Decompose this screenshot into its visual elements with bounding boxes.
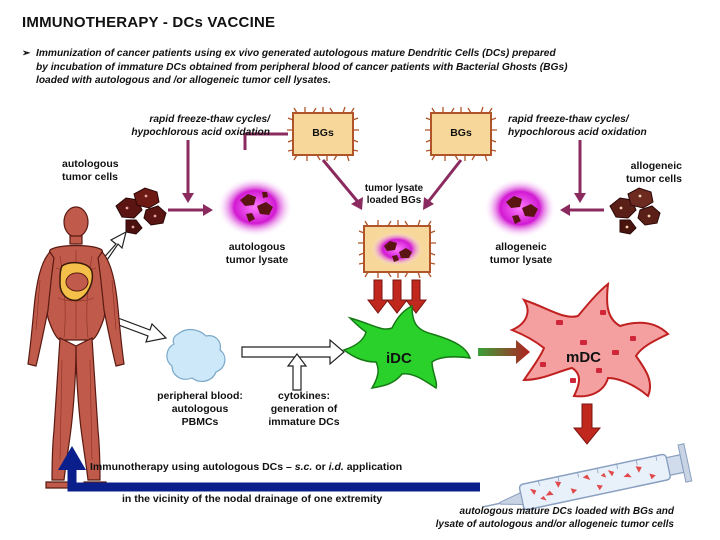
arrow-bgs-right-to-loaded bbox=[423, 159, 463, 210]
label-rapid-right-line-2: hypochlorous acid oxidation bbox=[508, 127, 647, 138]
bgs-box-left-spikes bbox=[287, 106, 359, 162]
intro-line-3: loaded with autologous and /or allogenei… bbox=[36, 75, 331, 86]
label-pbmc-line-1: peripheral blood: bbox=[157, 390, 243, 402]
arrow-rapid-right-down bbox=[574, 140, 586, 203]
label-rapid-right-line-1: rapid freeze-thaw cycles/ bbox=[508, 114, 629, 125]
label-rapid-right: rapid freeze-thaw cycles/ hypochlorous a… bbox=[508, 113, 658, 139]
therapy-route-id: i.d. bbox=[328, 461, 344, 473]
label-cytokines: cytokines: generation of immature DCs bbox=[256, 390, 352, 429]
bgs-box-right-spikes bbox=[425, 106, 497, 162]
bullet-icon: ➢ bbox=[22, 48, 31, 59]
arrow-body-to-pbmc bbox=[115, 317, 168, 343]
pbmc-cell bbox=[166, 328, 226, 382]
label-allo-cells-line-1: allogeneic bbox=[630, 160, 682, 172]
label-cytokines-line-3: immature DCs bbox=[268, 416, 340, 428]
label-auto-cells-line-2: tumor cells bbox=[62, 171, 119, 183]
therapy-line-1-text: Immunotherapy using autologous DCs – bbox=[90, 461, 295, 473]
label-rapid-left-line-2: hypochlorous acid oxidation bbox=[131, 127, 270, 138]
therapy-route-sc: s.c. bbox=[294, 461, 313, 473]
therapy-line-1: Immunotherapy using autologous DCs – s.c… bbox=[90, 461, 402, 473]
page-title: IMMUNOTHERAPY - DCs VACCINE bbox=[22, 14, 276, 31]
bgs-box-left bbox=[287, 106, 359, 162]
bgs-box-right bbox=[425, 106, 497, 162]
intro-line-2: by incubation of immature DCs obtained f… bbox=[36, 61, 568, 73]
label-allo-cells: allogeneic tumor cells bbox=[596, 160, 682, 186]
label-cytokines-line-1: cytokines: bbox=[278, 390, 330, 402]
label-auto-cells-line-1: autologous bbox=[62, 158, 119, 170]
bgs-left-label: BGs bbox=[312, 127, 334, 139]
loaded-bgs-box bbox=[358, 219, 436, 279]
label-loaded-bgs-line-2: loaded BGs bbox=[366, 195, 422, 206]
autologous-tumor-cells bbox=[115, 187, 167, 235]
mdc-cell bbox=[509, 281, 670, 398]
intro-line-1: Immunization of cancer patients using ex… bbox=[36, 48, 556, 59]
bgs-right-label: BGs bbox=[450, 127, 472, 139]
label-loaded-bgs-line-1: tumor lysate bbox=[364, 183, 424, 194]
arrow-bgs-left-to-auto-lysate bbox=[243, 132, 288, 150]
label-cytokines-line-2: generation of bbox=[270, 403, 338, 415]
human-body-figure bbox=[27, 206, 125, 489]
arrow-pbmc-to-idc bbox=[241, 338, 345, 366]
label-pbmc: peripheral blood: autologous PBMCs bbox=[148, 390, 252, 429]
label-rapid-left: rapid freeze-thaw cycles/ hypochlorous a… bbox=[120, 113, 270, 139]
syringe-caption-line-1: autologous mature DCs loaded with BGs an… bbox=[459, 506, 674, 517]
label-auto-lysate: autologous tumor lysate bbox=[215, 241, 299, 267]
label-allo-lysate: allogeneic tumor lysate bbox=[478, 241, 564, 267]
arrow-auto-cells-to-lysate bbox=[168, 204, 213, 216]
autologous-tumor-lysate bbox=[217, 177, 293, 237]
label-auto-lysate-line-1: autologous bbox=[228, 241, 286, 253]
mdc-label: mDC bbox=[566, 349, 602, 366]
red-arrows-to-idc bbox=[366, 279, 428, 314]
arrow-idc-to-mdc bbox=[478, 340, 530, 364]
therapy-line-1-or: or bbox=[312, 461, 329, 473]
label-rapid-left-line-1: rapid freeze-thaw cycles/ bbox=[149, 114, 270, 125]
therapy-line-1-end: application bbox=[343, 461, 403, 473]
label-allo-cells-line-2: tumor cells bbox=[625, 173, 682, 185]
label-pbmc-line-3: PBMCs bbox=[181, 416, 219, 428]
syringe bbox=[482, 443, 693, 511]
label-allo-lysate-line-1: allogeneic bbox=[495, 241, 547, 253]
label-auto-lysate-line-2: tumor lysate bbox=[225, 254, 289, 266]
arrow-cytokines-up bbox=[286, 353, 308, 391]
arrow-allo-cells-to-lysate bbox=[560, 204, 604, 216]
label-auto-cells: autologous tumor cells bbox=[62, 158, 152, 184]
allogeneic-tumor-cells bbox=[609, 187, 661, 235]
arrow-mdc-to-syringe bbox=[572, 403, 602, 445]
label-allo-lysate-line-2: tumor lysate bbox=[489, 254, 553, 266]
syringe-caption-line-2: lysate of autologous and/or allogeneic t… bbox=[435, 519, 674, 530]
arrow-rapid-left-down bbox=[182, 140, 194, 203]
idc-label: iDC bbox=[386, 350, 412, 367]
label-pbmc-line-2: autologous bbox=[171, 403, 229, 415]
syringe-caption: autologous mature DCs loaded with BGs an… bbox=[380, 505, 674, 531]
allogeneic-tumor-lysate bbox=[484, 178, 556, 238]
arrow-bgs-left-to-loaded bbox=[321, 159, 363, 210]
label-loaded-bgs: tumor lysate loaded BGs bbox=[352, 183, 436, 207]
idc-cell bbox=[342, 304, 472, 390]
blue-return-arrow bbox=[58, 446, 480, 492]
therapy-line-2: in the vicinity of the nodal drainage of… bbox=[122, 493, 383, 505]
